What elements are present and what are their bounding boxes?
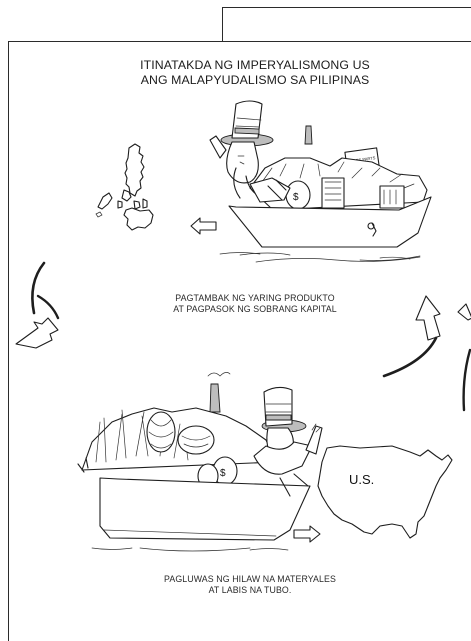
export-flow-caption: PAGTAMBAK NG YARING PRODUKTO AT PAGPASOK… bbox=[130, 293, 380, 315]
us-map-icon bbox=[318, 446, 452, 538]
philippines-map-icon bbox=[96, 144, 153, 230]
flow-top-line-2: AT PAGPASOK NG SOBRANG KAPITAL bbox=[130, 304, 380, 315]
import-flow-caption: PAGLUWAS NG HILAW NA MATERYALES AT LABIS… bbox=[120, 574, 380, 596]
transfer-arrow-right-icon bbox=[294, 526, 320, 542]
us-label: U.S. bbox=[349, 472, 374, 487]
dollar-sign-bottom: $ bbox=[220, 468, 226, 479]
right-cycle-arrow-icon bbox=[384, 296, 471, 410]
flow-bottom-line-1: PAGLUWAS NG HILAW NA MATERYALES bbox=[120, 574, 380, 585]
flow-bottom-line-2: AT LABIS NA TUBO. bbox=[120, 585, 380, 596]
flow-top-line-1: PAGTAMBAK NG YARING PRODUKTO bbox=[130, 293, 380, 304]
transfer-arrow-left-icon bbox=[191, 218, 216, 234]
left-cycle-arrow-icon bbox=[16, 263, 58, 348]
uncle-sam-top-icon bbox=[210, 101, 290, 202]
dollar-sign: $ bbox=[293, 192, 299, 203]
